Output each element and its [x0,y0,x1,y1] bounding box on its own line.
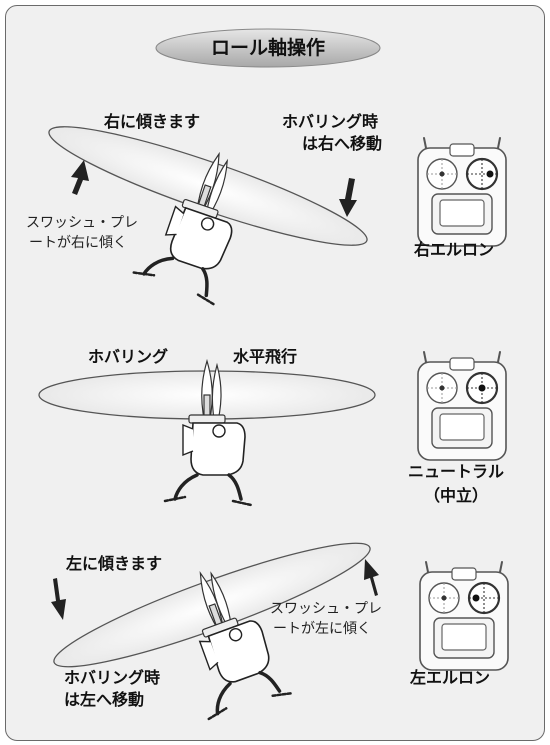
left-aileron-label: 左エルロン [410,668,491,687]
neutral-label-line2: （中立） [424,486,489,505]
tilt-left-label: 左に傾きます [66,554,163,573]
neutral-label-line1: ニュートラル [408,462,505,481]
level-flight-label: 水平飛行 [233,347,298,366]
swash-right-line2: ートが右に傾く [29,235,127,251]
swash-left-line1: スワッシュ・プレ [270,601,382,617]
transmitter-left-aileron [418,560,510,672]
hover-move-left-line1: ホバリング時 [64,668,161,687]
arrow-up-right [364,559,379,596]
stick-dot-center [478,384,486,392]
hover-move-left-line2: は左へ移動 [64,690,145,709]
hover-move-right-line2: は右へ移動 [302,134,383,153]
stick-dot-left [472,594,480,602]
right-aileron-label: 右エルロン [414,240,495,259]
stick-dot-right [486,170,494,178]
swash-right-line1: スワッシュ・プレ [26,215,138,231]
helicopter-neutral [37,359,377,507]
arrow-down-left [51,578,66,620]
tilt-right-label: 右に傾きます [104,112,201,131]
arrow-down-right [339,178,357,217]
transmitter-right-aileron [416,136,508,248]
transmitter-neutral [416,350,508,462]
hover-move-right-line1: ホバリング時 [282,112,379,131]
page-title: ロール軸操作 [210,37,325,59]
title-pill [155,28,381,68]
hovering-label: ホバリング [88,347,169,366]
arrow-up-left [71,160,89,195]
swash-left-line2: ートが左に傾く [273,621,371,637]
